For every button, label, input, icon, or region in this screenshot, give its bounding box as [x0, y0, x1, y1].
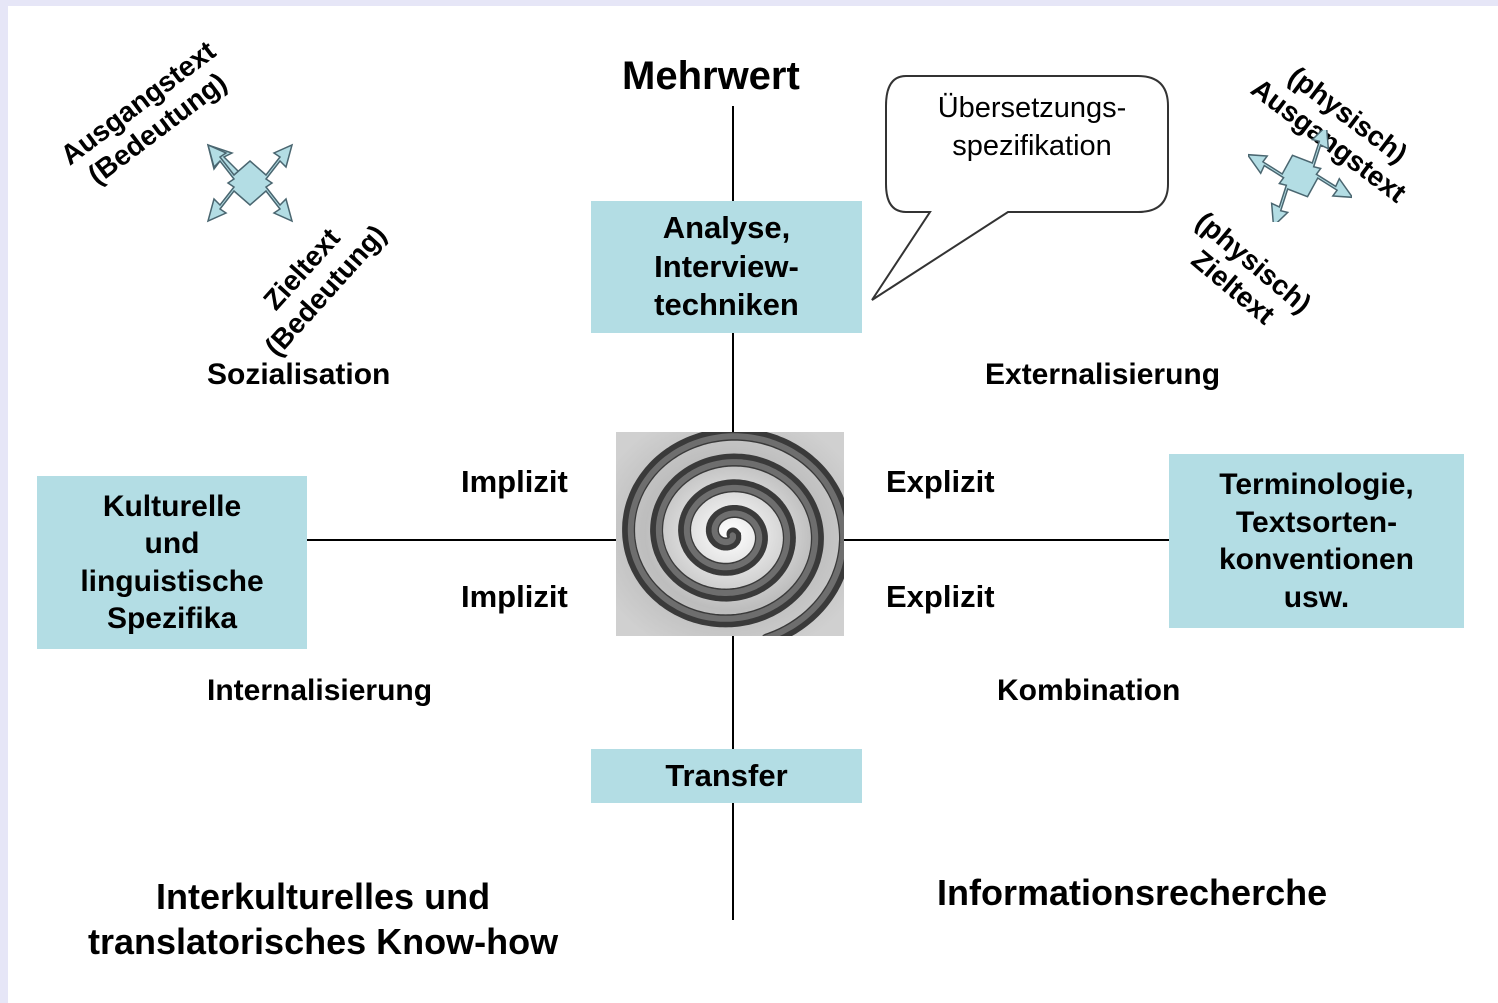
transfer-box: Transfer — [591, 749, 862, 803]
transfer-label: Transfer — [665, 757, 788, 793]
terminology-label: Terminologie, Textsorten- konventionen u… — [1218, 468, 1414, 614]
horizontal-axis-right — [844, 539, 1174, 541]
explicit-label-upper: Explizit — [886, 464, 995, 499]
quadrant-combination: Kombination — [997, 674, 1181, 707]
speech-bubble — [871, 75, 1169, 301]
explicit-label-lower: Explizit — [886, 579, 995, 614]
implicit-label-upper: Implizit — [461, 464, 568, 499]
horizontal-axis-left — [304, 539, 616, 541]
terminology-box: Terminologie, Textsorten- konventionen u… — [1169, 454, 1464, 628]
callout-text: Übersetzungs- spezifikation — [937, 92, 1127, 162]
cultural-specifics-label: Kulturelle und linguistische Spezifika — [80, 489, 264, 636]
four-way-arrow-icon-right — [1248, 130, 1352, 222]
spiral-icon — [616, 432, 844, 636]
footer-know-how: Interkulturelles und translatorisches Kn… — [88, 876, 559, 962]
implicit-label-lower: Implizit — [461, 579, 568, 614]
footer-information-research: Informationsrecherche — [937, 872, 1328, 913]
quadrant-externalization: Externalisierung — [985, 358, 1221, 391]
four-way-arrow-icon-left — [206, 143, 294, 223]
cultural-specifics-box: Kulturelle und linguistische Spezifika — [37, 476, 307, 649]
diagram-canvas: Mehrwert Analyse, Interview- techniken K… — [8, 6, 1498, 1003]
analysis-box-label: Analyse, Interview- techniken — [654, 209, 799, 323]
quadrant-internalization: Internalisierung — [207, 674, 433, 707]
diagram-title: Mehrwert — [622, 54, 800, 98]
quadrant-socialization: Sozialisation — [207, 358, 391, 391]
analysis-box: Analyse, Interview- techniken — [591, 201, 862, 333]
